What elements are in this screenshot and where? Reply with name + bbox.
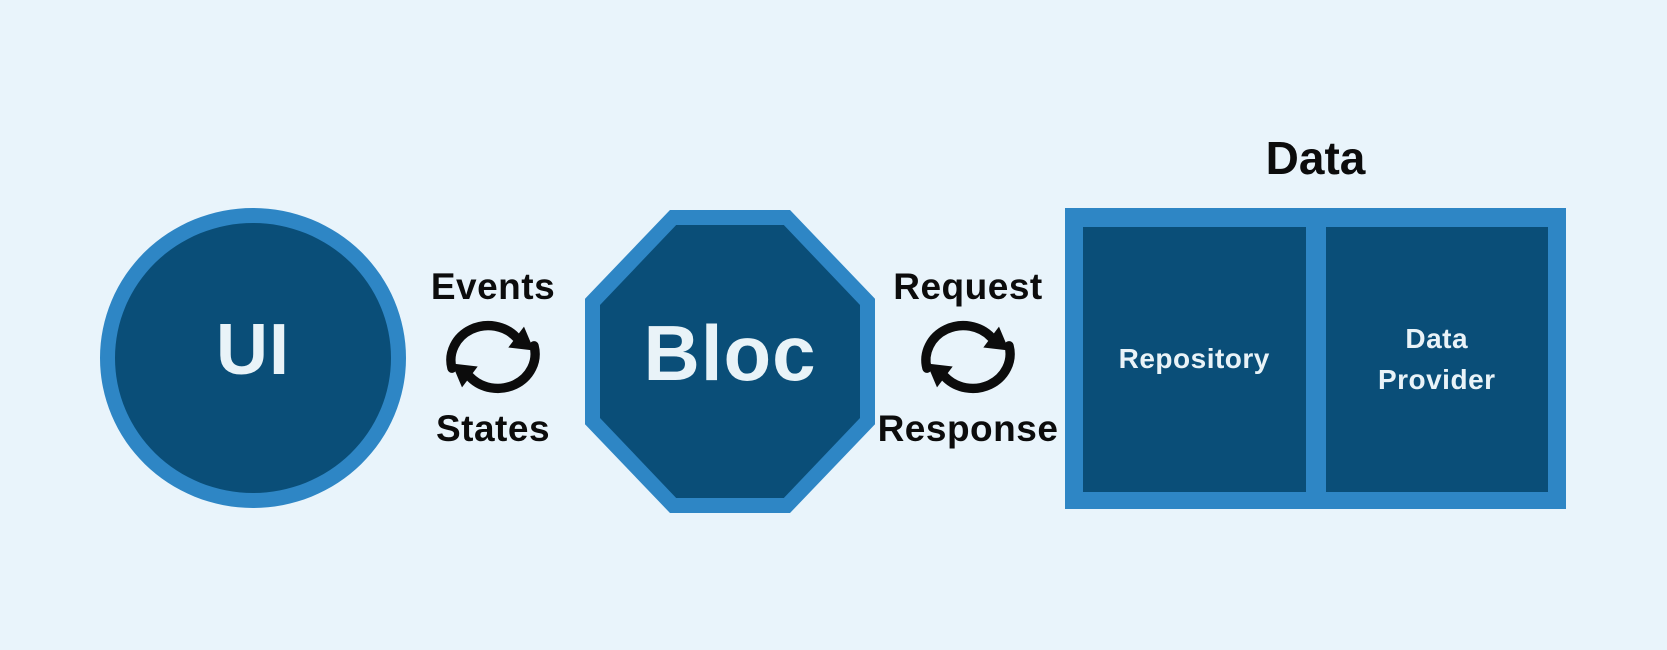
repository-box: Repository <box>1083 227 1306 492</box>
data-container: Repository Data Provider <box>1065 208 1566 509</box>
response-label: Response <box>877 408 1059 449</box>
states-label: States <box>435 408 551 449</box>
events-label: Events <box>430 266 556 307</box>
sync-arrows-icon <box>912 312 1024 402</box>
bloc-node-fill: Bloc <box>600 225 860 498</box>
ui-node: UI <box>100 208 406 508</box>
request-label: Request <box>893 266 1043 307</box>
data-title: Data <box>1265 132 1366 184</box>
bloc-label: Bloc <box>643 309 817 397</box>
data-provider-box: Data Provider <box>1325 227 1548 492</box>
sync-arrows-icon <box>437 312 549 402</box>
repository-label: Repository <box>1118 343 1270 375</box>
data-provider-label: Data Provider <box>1377 322 1496 395</box>
bloc-node: Bloc <box>585 210 875 513</box>
ui-label: UI <box>216 310 290 390</box>
